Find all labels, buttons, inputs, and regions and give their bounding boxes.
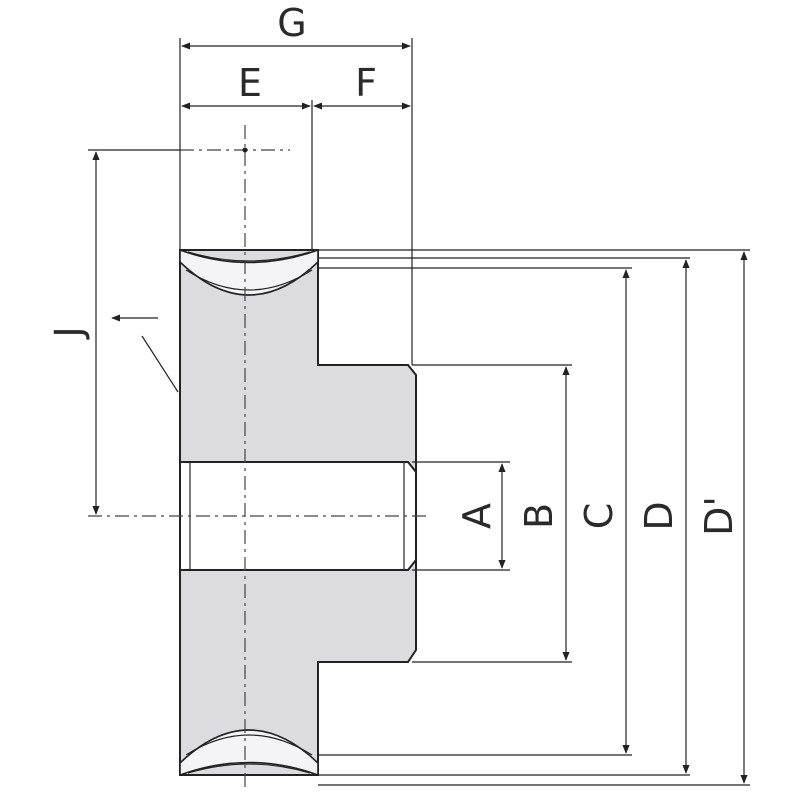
label-J: J [47,326,91,339]
j-leader-line [141,335,179,393]
label-F: F [355,61,377,105]
label-E: E [238,61,262,105]
label-G: G [277,1,306,45]
label-D: D [637,501,681,530]
label-C: C [577,503,621,530]
label-B: B [517,503,561,529]
label-D-prime: D' [697,496,741,536]
label-A: A [455,503,499,529]
